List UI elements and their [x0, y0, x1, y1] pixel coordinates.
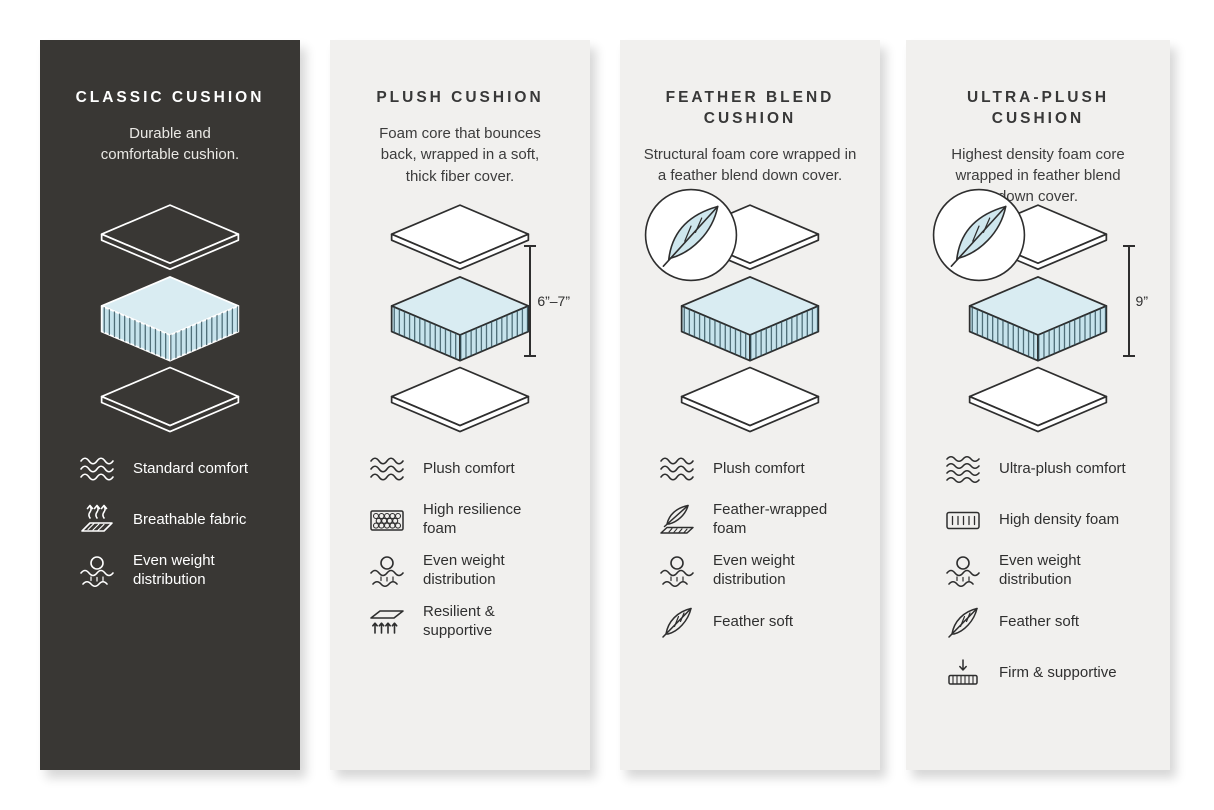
even-weight-icon — [364, 553, 410, 589]
card-title: CLASSIC CUSHION — [75, 89, 265, 106]
card-plush-cushion: PLUSH CUSHION Foam core that bounces bac… — [330, 40, 590, 770]
waves-icon — [364, 451, 410, 487]
card-ultra-plush-cushion: ULTRA-PLUSH CUSHION Highest density foam… — [906, 40, 1170, 770]
measurement-label: 6”–7” — [537, 293, 570, 309]
cushion-layers-illustration — [390, 204, 530, 433]
feature-list: Plush comfort High resilience foam — [330, 450, 590, 641]
feather-icon — [940, 604, 986, 640]
feature-row: Resilient & supportive — [364, 603, 584, 641]
resilience-foam-icon — [364, 502, 410, 538]
feature-label: Ultra-plush comfort — [999, 459, 1126, 477]
feather-icon — [654, 604, 700, 640]
card-title: FEATHER BLEND CUSHION — [665, 89, 835, 127]
feature-list: Plush comfort Feather-wrapped foam — [620, 450, 880, 641]
measurement-line — [524, 245, 537, 357]
card-description: Structural foam core wrapped in a feathe… — [643, 145, 857, 185]
even-weight-icon — [654, 553, 700, 589]
feature-row: Feather soft — [654, 603, 874, 641]
feature-row: Even weight distribution — [654, 552, 874, 590]
cushion-diagram: 6”–7” — [350, 200, 570, 440]
feature-row: Plush comfort — [364, 450, 584, 488]
feature-label: Plush comfort — [713, 459, 805, 477]
card-description: Durable and comfortable cushion. — [100, 124, 240, 164]
feature-label: Even weight distribution — [999, 552, 1081, 588]
feature-label: Plush comfort — [423, 459, 515, 477]
firm-supportive-icon — [940, 655, 986, 691]
feature-label: Feather soft — [999, 612, 1080, 630]
breathable-fabric-icon — [74, 502, 120, 538]
card-header: ULTRA-PLUSH CUSHION Highest density foam… — [906, 40, 1170, 205]
cushion-diagram — [60, 200, 280, 440]
feature-list: Ultra-plush comfort High density foam — [906, 450, 1170, 692]
card-header: FEATHER BLEND CUSHION Structural foam co… — [620, 40, 880, 190]
feature-label: Firm & supportive — [999, 663, 1117, 681]
feature-row: Even weight distribution — [940, 552, 1164, 590]
feature-row: Feather-wrapped foam — [654, 501, 874, 539]
feather-wrapped-foam-icon — [654, 502, 700, 538]
card-title: PLUSH CUSHION — [376, 89, 544, 106]
feature-label: Feather soft — [713, 612, 794, 630]
ultra-waves-icon — [940, 451, 986, 487]
card-description: Foam core that bounces back, wrapped in … — [379, 124, 541, 185]
card-header: CLASSIC CUSHION Durable and comfortable … — [40, 40, 300, 190]
feather-badge — [644, 188, 738, 282]
springs-icon — [364, 604, 410, 640]
feature-label: Even weight distribution — [423, 552, 505, 588]
feature-label: Even weight distribution — [713, 552, 795, 588]
card-header: PLUSH CUSHION Foam core that bounces bac… — [330, 40, 590, 190]
waves-icon — [654, 451, 700, 487]
feature-row: Plush comfort — [654, 450, 874, 488]
cushion-diagram — [640, 188, 860, 440]
cushion-layers-illustration — [100, 204, 240, 433]
feature-row: Feather soft — [940, 603, 1164, 641]
feature-list: Standard comfort Breathable fabric — [40, 450, 300, 590]
density-foam-icon — [940, 502, 986, 538]
feature-label: Resilient & supportive — [423, 603, 495, 639]
measurement-line — [1122, 245, 1135, 357]
card-classic-cushion: CLASSIC CUSHION Durable and comfortable … — [40, 40, 300, 770]
feature-label: Feather-wrapped foam — [713, 501, 828, 537]
feature-label: High resilience foam — [423, 501, 522, 537]
waves-icon — [74, 451, 120, 487]
feature-row: Standard comfort — [74, 450, 294, 488]
even-weight-icon — [940, 553, 986, 589]
thickness-measurement: 6”–7” — [524, 245, 570, 357]
feature-row: Ultra-plush comfort — [940, 450, 1164, 488]
feature-label: Standard comfort — [133, 459, 249, 477]
card-title: ULTRA-PLUSH CUSHION — [966, 89, 1110, 127]
cushion-diagram: 9” — [928, 188, 1148, 440]
measurement-label: 9” — [1135, 293, 1148, 309]
even-weight-icon — [74, 553, 120, 589]
card-feather-blend-cushion: FEATHER BLEND CUSHION Structural foam co… — [620, 40, 880, 770]
feature-row: Even weight distribution — [364, 552, 584, 590]
feature-label: High density foam — [999, 510, 1120, 528]
feature-label: Breathable fabric — [133, 510, 247, 528]
feature-row: Even weight distribution — [74, 552, 294, 590]
feature-row: Firm & supportive — [940, 654, 1164, 692]
feature-row: High density foam — [940, 501, 1164, 539]
feature-row: Breathable fabric — [74, 501, 294, 539]
feature-label: Even weight distribution — [133, 552, 215, 588]
thickness-measurement: 9” — [1122, 245, 1148, 357]
feature-row: High resilience foam — [364, 501, 584, 539]
feather-badge — [932, 188, 1026, 282]
